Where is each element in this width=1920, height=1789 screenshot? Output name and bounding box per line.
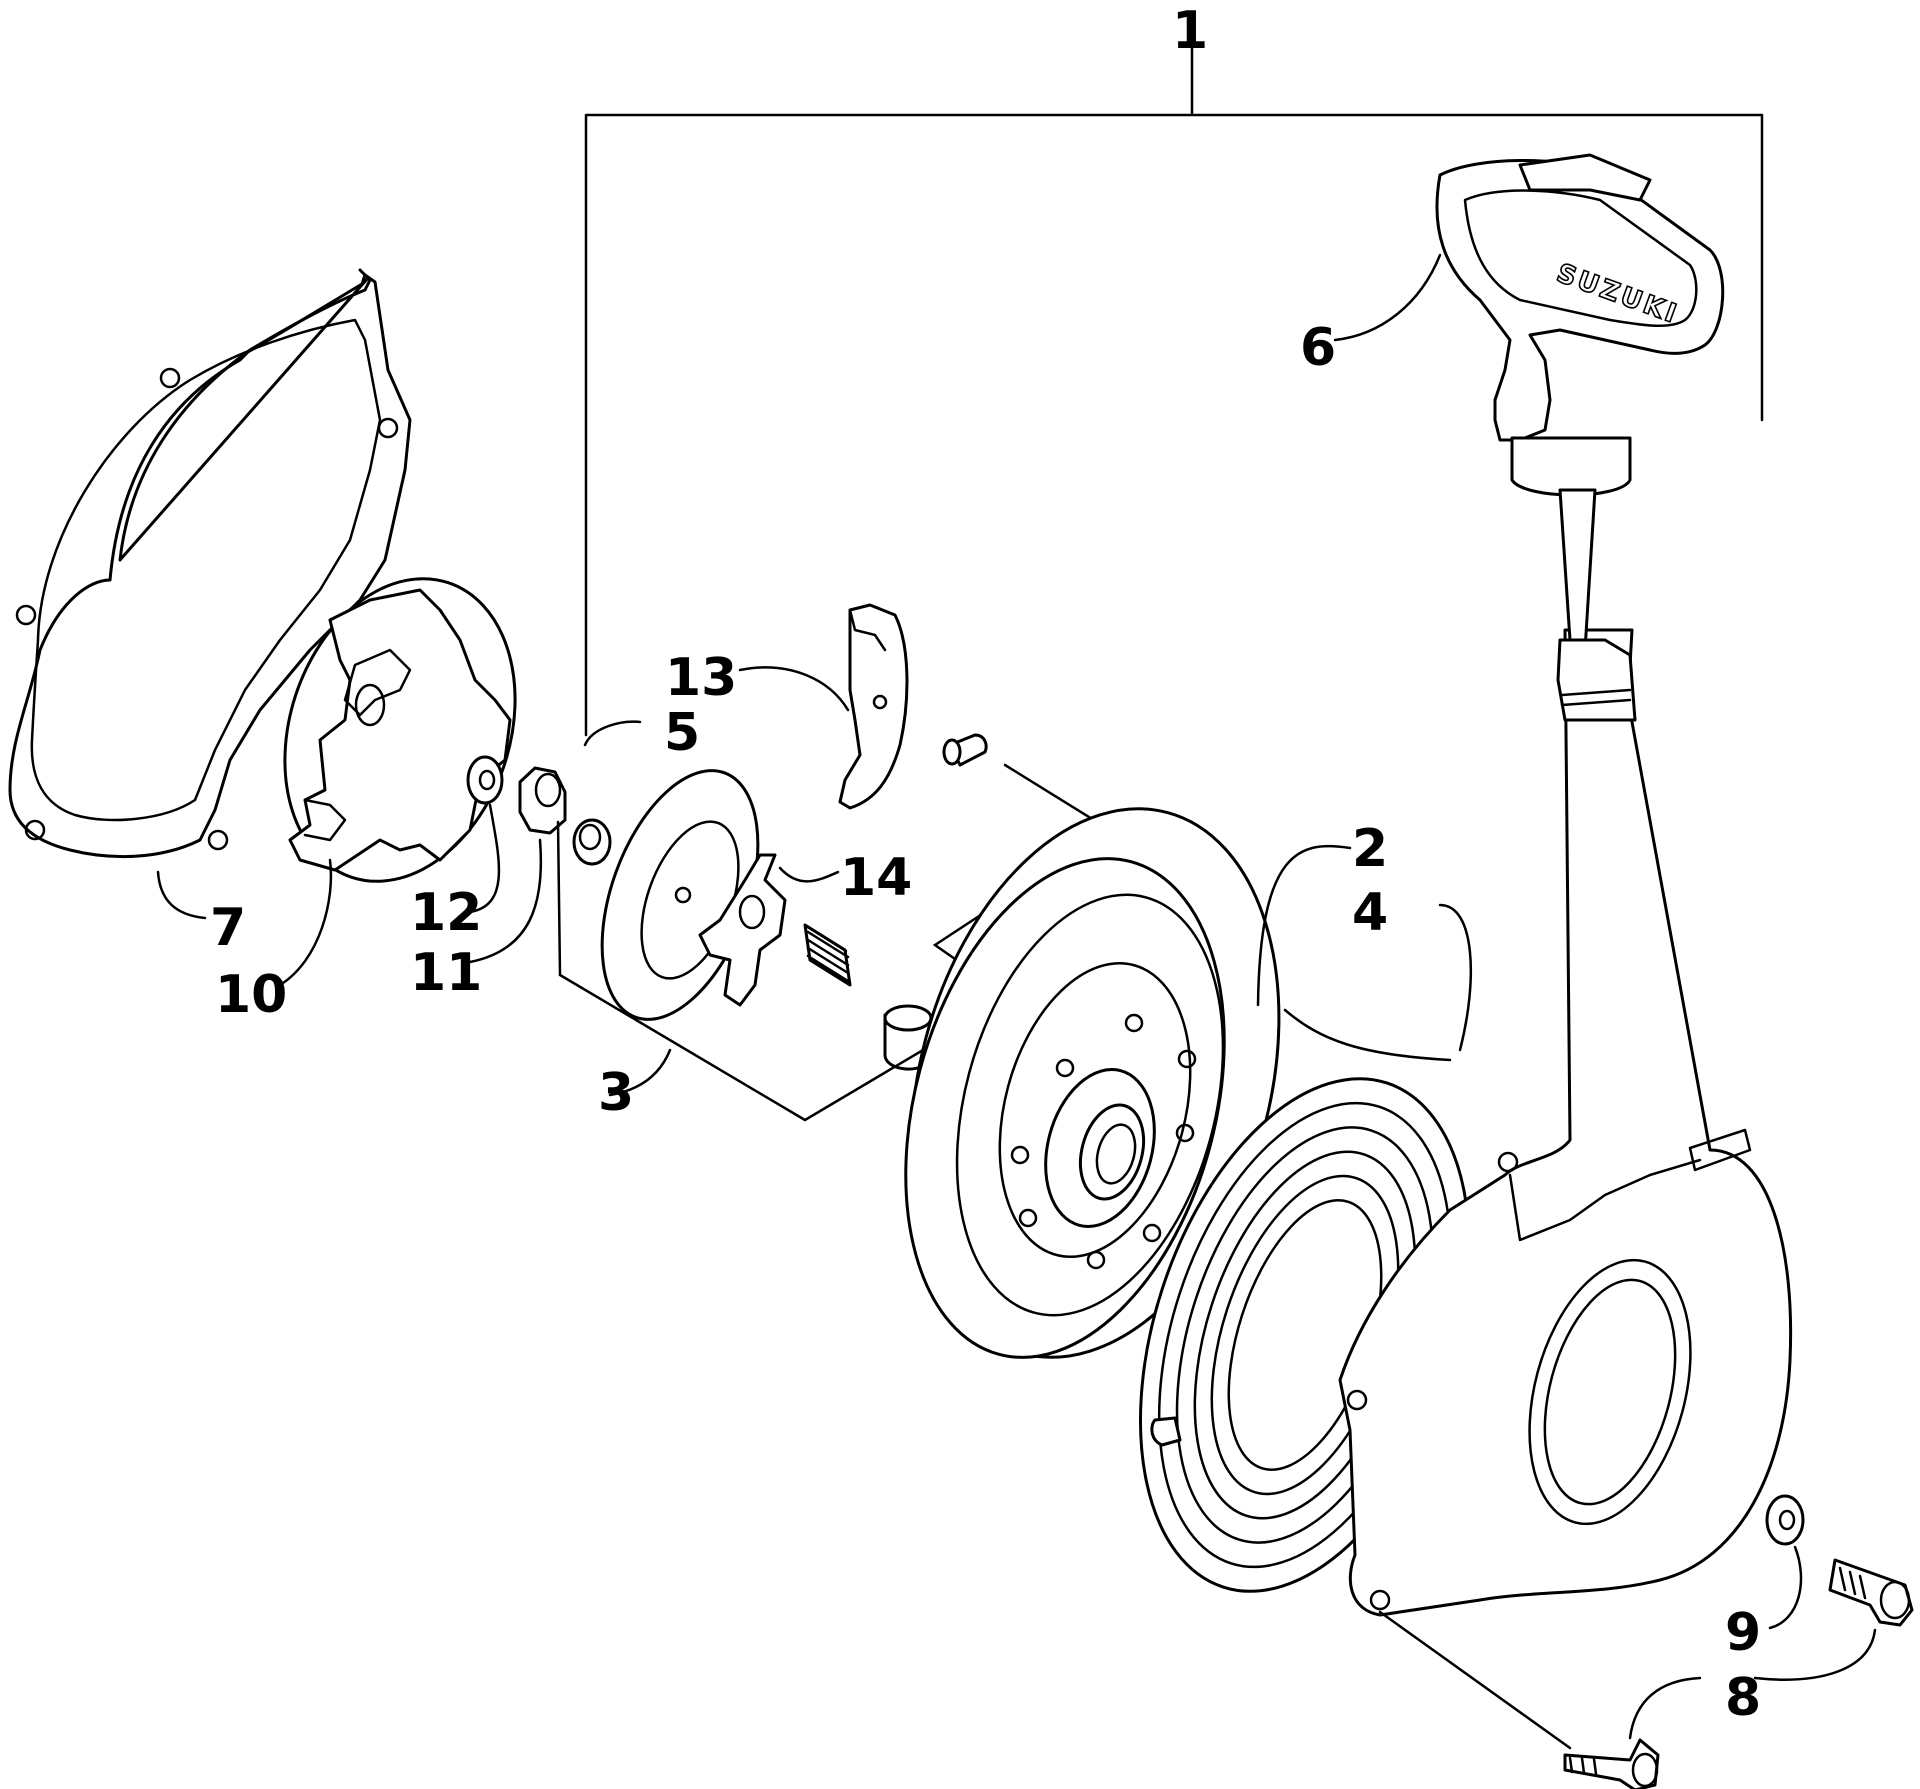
part-3-friction-plate-assembly [556,733,1113,1122]
part-10-drive-plate [278,577,517,987]
part-2-pulley [904,807,1352,1359]
callout-8: 8 [1725,1668,1761,1728]
callout-13: 13 [665,648,737,708]
leader-14 [778,866,840,883]
callout-11: 11 [410,943,482,1003]
callout-4: 4 [1352,883,1388,943]
callout-14: 14 [840,848,912,908]
callout-2: 2 [1352,819,1388,879]
part-6-handle: SUZUKI [1333,153,1725,722]
part-5-bushing [572,720,642,866]
callout-1: 1 [1172,1,1208,61]
part-11-nut [468,766,567,964]
callout-6: 6 [1300,318,1336,378]
callout-3: 3 [598,1063,634,1123]
callout-5: 5 [664,703,700,763]
part-9-washer [1765,1494,1805,1630]
part-13-pawl [738,603,909,810]
part-7-gasket [8,268,412,920]
part-8-bolts [1378,1558,1914,1789]
callout-12: 12 [410,883,482,943]
part-12-washer [466,755,504,914]
callout-9: 9 [1725,1603,1761,1663]
callout-7: 7 [210,898,246,958]
assembly-bracket [584,30,1764,737]
callout-10: 10 [215,965,287,1025]
starter-case [1150,628,1793,1617]
